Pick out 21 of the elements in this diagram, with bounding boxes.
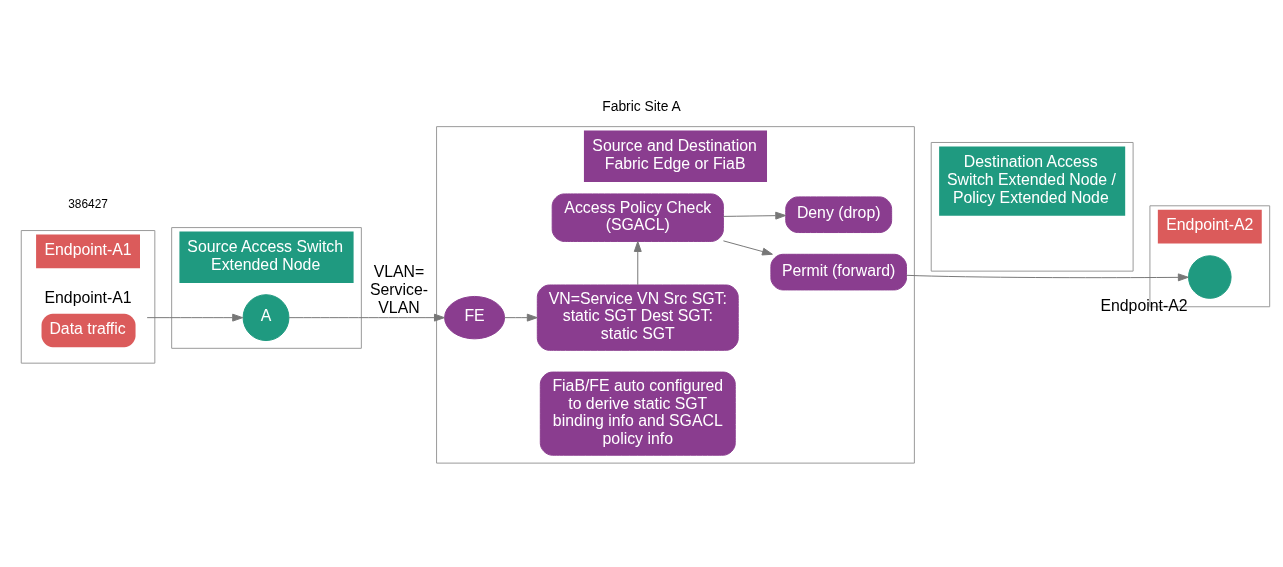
node-box: Deny (drop) xyxy=(785,196,893,234)
arrow xyxy=(633,241,642,286)
node-box: Destination Access Switch Extended Node / Policy Extended Node xyxy=(930,141,1134,272)
arrow xyxy=(722,211,787,220)
label: 386427 xyxy=(68,196,108,211)
node-box: VN=Service VN Src SGT: static SGT Dest SGT: static SGT xyxy=(536,284,739,351)
node-label: Endpoint-A1 xyxy=(44,288,132,306)
diagram-title: Fabric Site A xyxy=(602,98,681,114)
node-circle xyxy=(1188,255,1232,299)
node-box: Access Policy Check (SGACL) xyxy=(551,193,724,242)
node-box: FiaB/FE auto configured to derive static SGT binding info and SGACL policy info xyxy=(539,371,736,456)
node-box: Data traffic xyxy=(41,313,136,348)
node-ellipse: FE xyxy=(444,295,506,340)
arrow xyxy=(722,240,773,256)
node-box: Permit (forward) xyxy=(770,253,907,291)
arrow xyxy=(288,313,445,322)
arrow xyxy=(906,273,1189,282)
edge-label: VLAN= Service-VLAN xyxy=(369,262,428,316)
node-circle: A xyxy=(242,294,290,342)
arrow xyxy=(504,313,538,322)
arrow xyxy=(146,313,244,322)
